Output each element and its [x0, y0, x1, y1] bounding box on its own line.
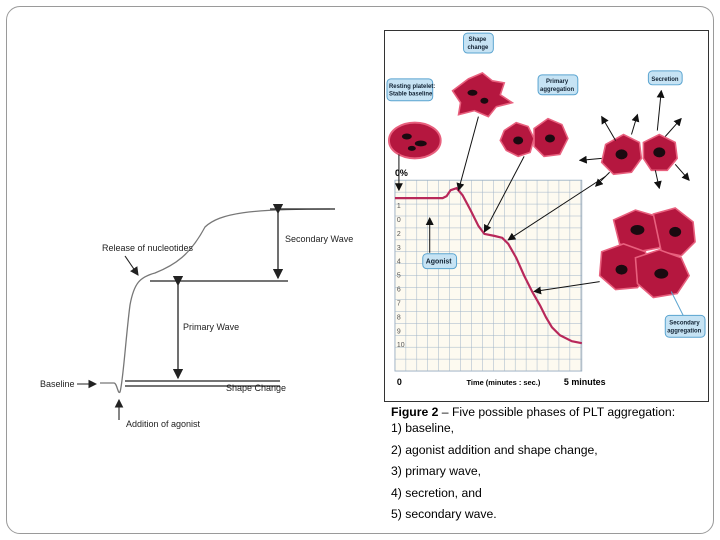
resting-callout: Resting platelet: Stable baseline	[386, 78, 435, 102]
svg-text:7: 7	[397, 300, 401, 307]
aggregation-curve	[100, 208, 331, 394]
svg-text:2: 2	[397, 231, 401, 238]
secondary-wave-label: Secondary Wave	[285, 234, 353, 244]
caption-title: – Five possible phases of PLT aggregatio…	[438, 405, 676, 419]
svg-text:6: 6	[397, 287, 401, 294]
zero-percent-label: 0%	[395, 168, 408, 178]
svg-text:0: 0	[397, 217, 401, 224]
svg-text:aggregation: aggregation	[667, 328, 701, 334]
svg-text:Agonist: Agonist	[426, 259, 453, 266]
svg-text:Stable baseline: Stable baseline	[389, 92, 433, 98]
primary-aggregation-callout: Primary aggregation	[537, 74, 579, 96]
secretion-arrow	[507, 175, 606, 241]
nucleotide-arrow	[124, 255, 139, 276]
svg-text:5: 5	[397, 273, 401, 280]
secondary-callout-pointer	[670, 291, 684, 316]
shape-change-arrow	[456, 116, 479, 192]
svg-text:Secretion: Secretion	[651, 77, 678, 83]
secondary-aggregation-callout: Secondary aggregation	[664, 314, 706, 338]
svg-text:4: 4	[397, 259, 401, 266]
aggregation-phases-diagram: Release of nucleotides Secondary Wave Pr…	[40, 203, 353, 429]
x-axis-label: Time (minutes : sec.)	[466, 378, 540, 387]
agonist-callout: Agonist	[422, 216, 458, 270]
platelet-aggregation-illustration: 102 345 678 910 0% 0 Time (minutes : sec…	[384, 30, 709, 402]
caption-line-2: 1) baseline,	[391, 421, 455, 435]
svg-text:10: 10	[397, 342, 405, 349]
secondary-aggregation-arrow	[533, 281, 600, 295]
caption-line-3: 2) agonist addition and shape change,	[391, 443, 598, 457]
x-zero-label: 0	[397, 377, 402, 387]
svg-text:change: change	[467, 45, 489, 51]
addition-label: Addition of agonist	[126, 419, 201, 429]
svg-text:9: 9	[397, 328, 401, 335]
svg-text:Primary: Primary	[546, 79, 569, 85]
release-label: Release of nucleotides	[102, 243, 194, 253]
secretion-cells	[600, 133, 679, 176]
figure-label: Figure 2	[391, 405, 439, 419]
primary-wave-label: Primary Wave	[183, 322, 239, 332]
svg-text:8: 8	[397, 314, 401, 321]
svg-text:Resting platelet:: Resting platelet:	[389, 84, 435, 90]
caption-line-6: 5) secondary wave.	[391, 507, 497, 521]
primary-aggregation-arrow	[483, 156, 525, 233]
caption-line-5: 4) secretion, and	[391, 486, 482, 500]
svg-text:Shape: Shape	[468, 37, 487, 43]
tracing-grid	[394, 179, 583, 372]
shape-change-callout: Shape change	[463, 32, 494, 54]
caption-line-1: Figure 2 – Five possible phases of PLT a…	[391, 405, 675, 420]
svg-text:Secondary: Secondary	[669, 320, 700, 326]
baseline-label: Baseline	[40, 379, 75, 389]
shape-change-cell	[451, 71, 515, 118]
x-end-label: 5 minutes	[564, 377, 606, 387]
svg-text:aggregation: aggregation	[540, 87, 574, 93]
secretion-callout: Secretion	[647, 70, 683, 86]
secretion-rays	[578, 89, 690, 190]
primary-aggregation-cells	[499, 117, 569, 158]
resting-platelet-cell	[387, 121, 442, 160]
svg-text:1: 1	[397, 203, 401, 210]
svg-text:3: 3	[397, 245, 401, 252]
tracing-scale: 102 345 678 910	[397, 203, 405, 349]
caption-line-4: 3) primary wave,	[391, 464, 482, 478]
secondary-aggregation-cluster	[598, 207, 696, 299]
shape-change-label: Shape Change	[226, 383, 286, 393]
aggregation-trace	[394, 186, 582, 345]
